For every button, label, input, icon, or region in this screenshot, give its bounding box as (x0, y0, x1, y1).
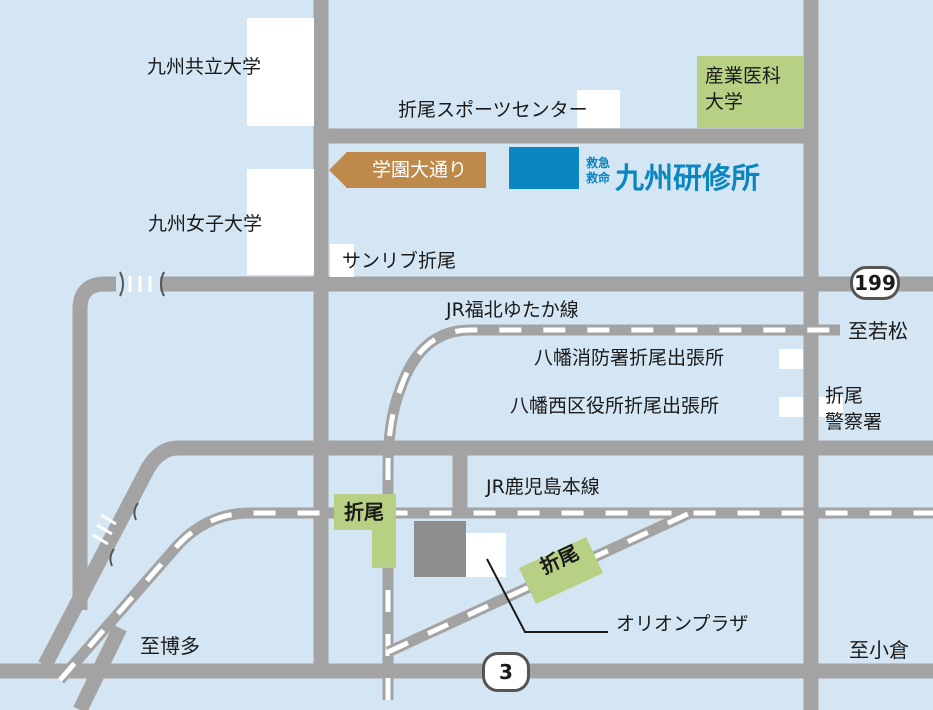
rail-lines (55, 324, 933, 700)
label-ward-office: 八幡西区役所折尾出張所 (510, 395, 720, 417)
buildings (247, 18, 843, 604)
brand-name: 九州研修所 (615, 161, 761, 195)
green-station-diagonal (519, 537, 603, 604)
label-police-line1: 折尾 (825, 385, 864, 407)
tunnel-marks (92, 276, 152, 546)
label-jr-kagoshima-line: JR鹿児島本線 (486, 476, 600, 498)
label-sports-center: 折尾スポーツセンター (398, 99, 588, 121)
training-center-marker (509, 147, 579, 189)
tunnel-brackets (109, 271, 165, 567)
label-orio-station: 折尾 (344, 500, 384, 524)
building-kyushu-kyoritsu (247, 18, 314, 126)
label-jr-fukuhoku-line: JR福北ゆたか線 (446, 299, 579, 321)
label-orion-plaza: オリオンプラザ (616, 613, 749, 635)
road-diagonal (38, 440, 179, 669)
label-sangyo-ika-line1: 産業医科 (705, 65, 782, 87)
building-police (819, 397, 843, 417)
route-199-shield: 199 (850, 266, 900, 300)
label-kyushu-kyoritsu-university: 九州共立大学 (147, 56, 262, 78)
label-sangyo-ika-line2: 大学 (705, 91, 744, 113)
label-fire-station: 八幡消防署折尾出張所 (534, 347, 725, 369)
gakuen-dori-arrow: 学園大通り (329, 152, 486, 188)
building-sunlive (330, 244, 354, 277)
route-199-number: 199 (854, 271, 896, 295)
label-sunlive-orio: サンリブ折尾 (342, 250, 457, 272)
building-ward-office (779, 397, 803, 417)
route-3-number: 3 (499, 660, 513, 684)
building-sports-center (577, 90, 620, 128)
label-to-hakata: 至博多 (140, 634, 200, 658)
label-kyushu-joshi-university: 九州女子大学 (148, 213, 263, 235)
label-to-wakamatsu: 至若松 (848, 319, 908, 343)
building-sangyo-ika (697, 56, 804, 128)
leader-line (486, 558, 608, 633)
label-police-line2: 警察署 (825, 411, 883, 433)
label-to-kokura: 至小倉 (849, 638, 909, 662)
route-3-shield: 3 (482, 652, 530, 692)
green-station-label (334, 494, 396, 530)
building-kyushu-joshi (247, 169, 314, 275)
building-fire-station (779, 349, 803, 369)
building-station-gray (414, 521, 466, 577)
label-gakuen-dori: 学園大通り (372, 159, 468, 181)
building-orion-plaza (466, 533, 506, 577)
brand-small-bottom: 救命 (585, 171, 610, 185)
road-left-curve (72, 276, 116, 610)
brand-small-top: 救急 (585, 156, 610, 170)
